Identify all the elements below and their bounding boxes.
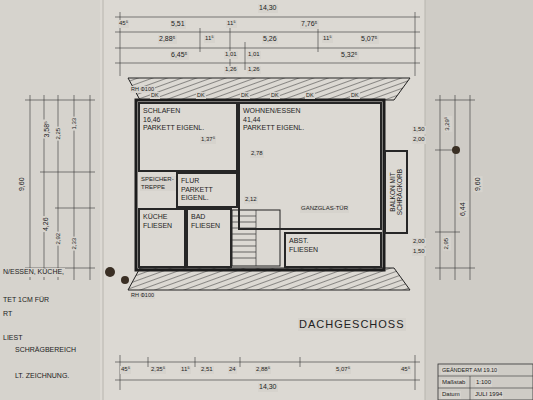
dimension: 7,76⁵ bbox=[300, 20, 319, 29]
window-mark: DK bbox=[305, 92, 315, 99]
dimension: 9,60 bbox=[18, 176, 27, 192]
room-info: FLIESEN bbox=[191, 222, 227, 231]
title-block: GEÄNDERT AM 19.10 bbox=[441, 367, 498, 374]
dimension: 2,88⁵ bbox=[158, 35, 177, 44]
dimension: 6,45⁵ bbox=[170, 51, 189, 60]
window-mark: DK bbox=[196, 92, 206, 99]
dimension: 3,58⁵ bbox=[43, 120, 52, 139]
room-name: BALKON MIT SCHRÄGKORB bbox=[389, 153, 404, 231]
note-fragment: SCHRÄGBEREICH bbox=[14, 346, 77, 355]
dimension: 2,00 bbox=[412, 136, 426, 144]
dimension: 2,12 bbox=[244, 196, 258, 204]
room-name: SCHLAFEN bbox=[143, 107, 233, 116]
dimension: 2,00 bbox=[412, 238, 426, 246]
stair-note: SPEICHER-TREPPE bbox=[140, 176, 176, 191]
window-mark: DK bbox=[350, 92, 360, 99]
dimension: 5,07⁵ bbox=[335, 366, 351, 374]
note-fragment: LT. ZEICHNUNG. bbox=[14, 372, 70, 381]
dimension: 14,30 bbox=[258, 383, 278, 392]
dimension: 11⁵ bbox=[226, 20, 237, 28]
dimension: 2,33 bbox=[71, 237, 79, 251]
dimension: 6,44 bbox=[459, 201, 468, 217]
dimension: 3,29⁵ bbox=[444, 116, 452, 132]
dimension: 5,07⁵ bbox=[360, 35, 379, 44]
pipe-note: RH Φ100 bbox=[130, 292, 155, 299]
room-box: SCHLAFEN16,46PARKETT EIGENL. bbox=[138, 102, 238, 172]
room-name: WOHNEN/ESSEN bbox=[243, 107, 377, 116]
room-info: PARKETT EIGENL. bbox=[181, 186, 233, 203]
dimension: 2,78 bbox=[250, 150, 264, 158]
dimension: 24 bbox=[228, 366, 237, 374]
room-info: 16,46 bbox=[143, 116, 233, 125]
dimension: 2,95 bbox=[443, 237, 451, 251]
note-fragment: RT bbox=[2, 310, 13, 319]
dimension: 4,26 bbox=[42, 216, 51, 232]
dimension: 2,51 bbox=[200, 366, 214, 374]
dimension: 9,60 bbox=[474, 176, 483, 192]
dimension: 1,26 bbox=[247, 66, 261, 74]
title-block: 1:100 bbox=[475, 379, 492, 387]
dimension: 45⁵ bbox=[120, 366, 131, 374]
note-fragment: LIEST bbox=[2, 334, 23, 343]
room-info: FLIESEN bbox=[289, 246, 377, 255]
dimension: 2,25 bbox=[55, 127, 63, 141]
dimension: 2,35⁵ bbox=[150, 366, 166, 374]
room-name: FLUR bbox=[181, 177, 233, 186]
dimension: 2,92 bbox=[55, 232, 63, 246]
door-note: GANZGLAS-TÜR bbox=[300, 205, 349, 213]
note-fragment: TET 1CM FÜR bbox=[2, 296, 50, 305]
room-info: FLIESEN bbox=[143, 222, 181, 231]
window-mark: DK bbox=[240, 92, 250, 99]
room-info: PARKETT EIGENL. bbox=[243, 124, 377, 133]
dimension: 5,51 bbox=[170, 20, 186, 29]
dimension: 1,01 bbox=[224, 51, 238, 59]
room-name: ABST. bbox=[289, 237, 377, 246]
title-block: JULI 1994 bbox=[474, 391, 503, 399]
dimension: 45⁵ bbox=[118, 20, 129, 28]
dimension: 1,50 bbox=[412, 248, 426, 256]
dimension: 11⁵ bbox=[322, 35, 333, 43]
dimension: 11⁵ bbox=[180, 366, 191, 374]
note-fragment: N/ESSEN, KÜCHE, bbox=[2, 268, 65, 277]
window-mark: DK bbox=[150, 92, 160, 99]
rotated-text-holder: BALKON MIT SCHRÄGKORB bbox=[386, 153, 406, 231]
room-box: KÜCHEFLIESEN bbox=[138, 208, 186, 268]
dimension: 5,26 bbox=[262, 35, 278, 44]
room-box: FLURPARKETT EIGENL. bbox=[176, 172, 238, 208]
title-block: Maßstab bbox=[441, 379, 466, 387]
window-mark: DK bbox=[270, 92, 280, 99]
dimension: 1,33 bbox=[71, 117, 79, 131]
dimension: 1,26 bbox=[224, 66, 238, 74]
dimension: 14,30 bbox=[258, 4, 278, 13]
room-name: BAD bbox=[191, 213, 227, 222]
dimension: 11⁵ bbox=[204, 35, 215, 43]
room-name: KÜCHE bbox=[143, 213, 181, 222]
dimension: 1,01 bbox=[247, 51, 261, 59]
title-block: Datum bbox=[441, 391, 461, 399]
room-box: ABST.FLIESEN bbox=[284, 232, 382, 268]
dimension: 45⁵ bbox=[400, 366, 411, 374]
dimension: 1,50 bbox=[412, 126, 426, 134]
room-info: 41,44 bbox=[243, 116, 377, 125]
sheet-title: DACHGESCHOSS bbox=[298, 318, 406, 331]
room-info: PARKETT EIGENL. bbox=[143, 124, 233, 133]
dimension: 1,37⁵ bbox=[200, 136, 216, 144]
dimension: 5,32⁵ bbox=[340, 51, 359, 60]
room-box: BADFLIESEN bbox=[186, 208, 232, 268]
room-box: BALKON MIT SCHRÄGKORB bbox=[384, 150, 408, 234]
dimension: 2,88⁵ bbox=[255, 366, 271, 374]
